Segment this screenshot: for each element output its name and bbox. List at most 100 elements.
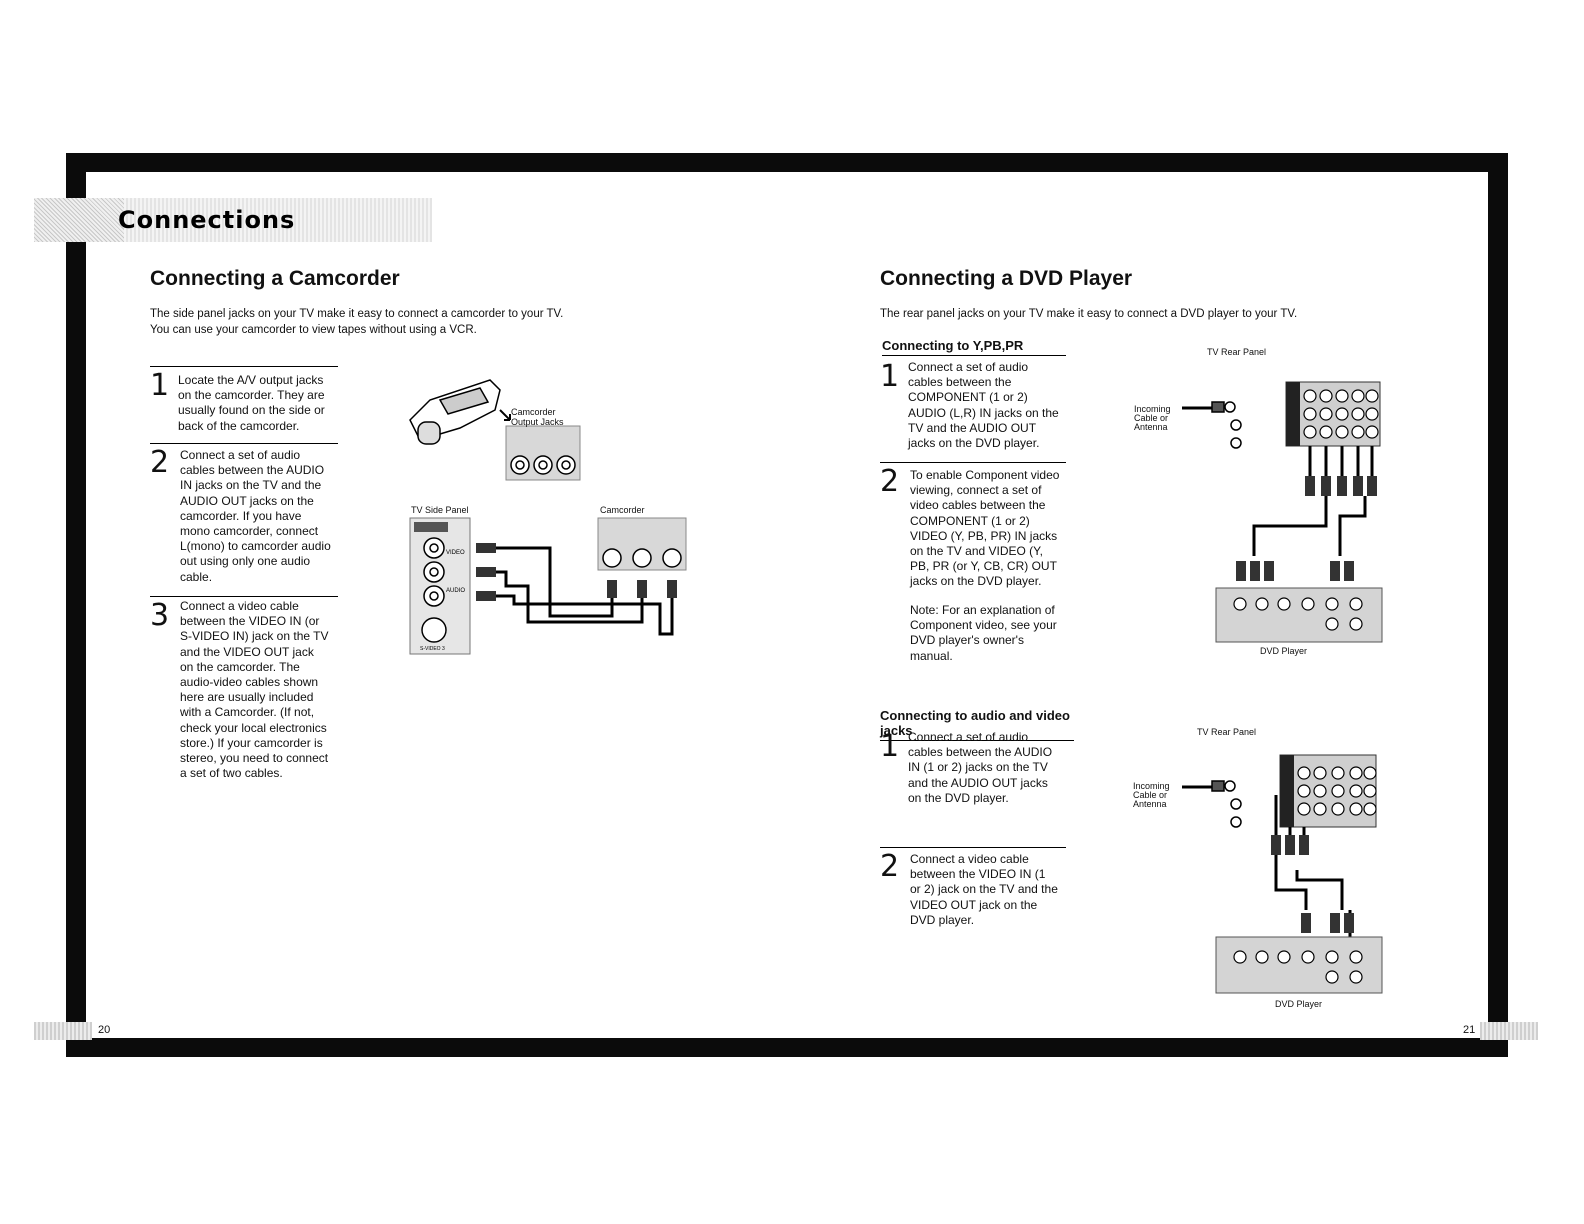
fig1-tv-rear-panel-label: TV Rear Panel [1207,347,1267,357]
right-footer-band [1480,1022,1538,1040]
step-line: IN jacks on the TV and the [180,478,322,493]
step-number: 2 [880,849,900,884]
fig1-dvd-player-label: DVD Player [1260,646,1308,656]
step-text: Connect a set of audio cables between th… [908,730,1052,806]
step-line: mono camcorder, connect [180,524,319,539]
camcorder-label: Camcorder [600,505,645,515]
fig-label: Antenna [1133,799,1167,809]
left-footer-band [34,1022,92,1040]
step-line: on the DVD player. [908,790,1009,805]
step-line: camcorder. If you have [180,508,302,523]
step-text: To enable Component video viewing, conne… [910,468,1059,590]
note-line: Note: For an explanation of [910,603,1055,617]
step-line: AUDIO OUT jacks on the [180,493,314,508]
step-line: a set of two cables. [180,766,283,781]
step-number: 2 [880,464,900,499]
step-line: Connect a set of audio [180,448,301,462]
note-line: DVD player's owner's [910,633,1024,648]
fig-label: Incoming [1134,404,1171,414]
step-line: To enable Component video [910,468,1060,482]
fig2-incoming-label: Incoming Cable or Antenna [1133,782,1170,809]
step-line: usually found on the side or [178,403,325,418]
step-line: Connect a video cable [910,852,1029,866]
step-line: or 2) jack on the TV and the [910,882,1058,897]
step-text: Locate the A/V output jacks on the camco… [178,373,325,434]
step-line: cables between the AUDIO [180,463,325,478]
right-page-title: Connecting a DVD Player [880,267,1133,290]
step-line: video cables between the [910,498,1046,513]
av-step-2: 2 Connect a video cable between the VIDE… [880,847,1066,938]
step-line: audio-video cables shown [180,675,319,690]
step-line: VIDEO (Y, PB, PR) IN jacks [910,528,1058,543]
step-text: Connect a video cable between the VIDEO … [180,599,329,781]
tv-side-panel-label: TV Side Panel [411,505,469,515]
av-section-heading: Connecting to audio and video jacks [880,708,1074,741]
left-intro-line-1: The side panel jacks on your TV make it … [150,308,564,320]
step-line: on the camcorder. The [180,659,300,674]
step-number: 2 [150,445,170,480]
fig-label: Cable or [1133,790,1168,800]
step-text: Connect a video cable between the VIDEO … [910,852,1058,928]
step-line: COMPONENT (1 or 2) [908,390,1028,405]
left-page-title: Connecting a Camcorder [150,267,400,290]
dvd-player-panel [1215,936,1383,994]
step-line: back of the camcorder. [178,418,300,433]
fig-label: Antenna [1134,422,1168,432]
component-step-1: 1 Connect a set of audio cables between … [880,358,1066,462]
camcorder-illustration [409,379,581,481]
step-line: jacks on the DVD player. [910,574,1042,589]
step-line: AUDIO (L,R) IN jacks on the [908,405,1059,420]
fig2-dvd-player-label: DVD Player [1275,999,1323,1009]
av-connection-diagram [1182,754,1383,994]
fig-label: Cable or [1134,413,1169,423]
camcorder-step-2: 2 Connect a set of audio cables between … [150,443,338,594]
step-number: 1 [880,729,900,764]
step-line: DVD player. [910,912,975,927]
step-line: jacks on the DVD player. [908,436,1040,451]
step-line: here are usually included [180,690,314,705]
step-line: IN (1 or 2) jacks on the TV [908,760,1048,775]
step-number: 3 [150,598,170,633]
step-line: TV and the AUDIO OUT [908,420,1037,435]
step-number: 1 [150,368,170,403]
step-line: check your local electronics [180,720,327,735]
step-line: VIDEO OUT jack on the [910,897,1038,912]
right-page-number: 21 [1463,1024,1476,1036]
fig-label: Incoming [1133,781,1170,791]
step-line: PB, PR (or Y, CB, CR) OUT [910,559,1057,574]
section-header-title: Connections [118,206,296,234]
step-line: with a Camcorder. (If not, [180,705,315,720]
av-step-1: 1 Connect a set of audio cables between … [880,728,1066,838]
fig2-tv-rear-panel-label: TV Rear Panel [1197,727,1257,737]
note-line: Component video, see your [910,618,1057,633]
step-line: COMPONENT (1 or 2) [910,513,1030,528]
step-line: Connect a video cable [180,599,299,613]
header-band-texture [34,198,124,242]
camcorder-connection-diagram: VIDEO AUDIO S-VIDEO 3 [409,517,687,655]
step-line: store.) If your camcorder is [180,735,323,750]
camcorder-step-1: 1 Locate the A/V output jacks on the cam… [150,366,338,439]
step-text: Connect a set of audio cables between th… [180,448,331,585]
left-intro-line-2: You can use your camcorder to view tapes… [150,324,477,336]
step-line: L(mono) to camcorder audio [180,539,331,554]
jack-audio-label: AUDIO [446,588,465,594]
step-line: cables between the [908,375,1012,390]
step-line: and the AUDIO OUT jacks [908,775,1048,790]
dvd-player-panel [1215,587,1383,643]
fig1-incoming-label: Incoming Cable or Antenna [1134,405,1171,432]
step-line: cables between the AUDIO [908,745,1053,760]
step-line: between the VIDEO IN (1 [910,867,1046,882]
step-line: and the VIDEO OUT jack [180,644,314,659]
component-section-heading: Connecting to Y,PB,PR [882,338,1066,356]
step-line: between the VIDEO IN (or [180,614,320,629]
step-line: Connect a set of audio [908,730,1029,744]
jack-video-label: VIDEO [446,550,465,556]
jack-svideo-label: S-VIDEO 3 [420,646,445,652]
step-line: on the TV and VIDEO (Y, [910,544,1043,559]
component-step-2: 2 To enable Component video viewing, con… [880,462,1066,598]
step-line: stereo, you need to connect [180,751,329,766]
step-line: out using only one audio [180,554,311,569]
step-line: Connect a set of audio [908,360,1029,374]
fig-label: Output Jacks [511,417,564,427]
step-line: S-VIDEO IN) jack on the TV [180,629,329,644]
